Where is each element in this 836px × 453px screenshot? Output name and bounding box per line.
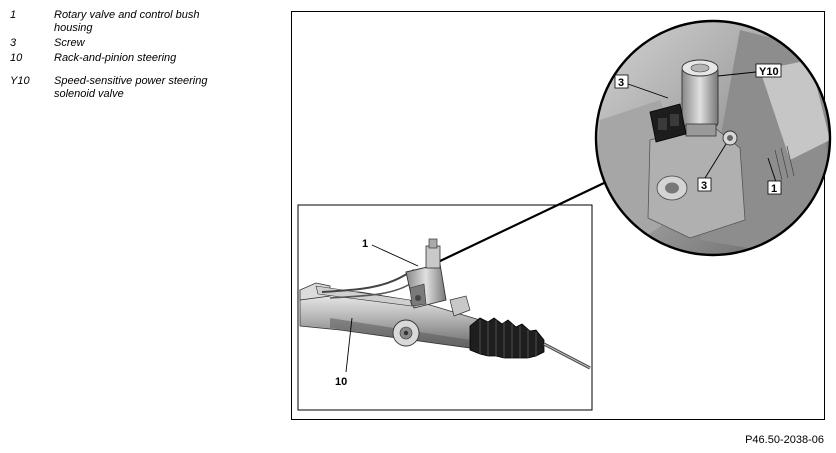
figure-reference-number: P46.50-2038-06 bbox=[745, 434, 824, 446]
rack-and-pinion-steering bbox=[299, 238, 591, 370]
callout-rack-and-pinion: 10 bbox=[335, 376, 347, 388]
legend-number: Y10 bbox=[10, 75, 30, 87]
legend-item: 1 Rotary valve and control bush housing bbox=[10, 9, 280, 35]
legend-item: 3 Screw bbox=[10, 37, 280, 50]
legend-number: 10 bbox=[10, 52, 23, 64]
callout-rotary-valve-overview: 1 bbox=[362, 238, 368, 250]
legend-description: Speed-sensitive power steering solenoid … bbox=[54, 75, 208, 100]
legend-number: 3 bbox=[10, 37, 17, 49]
legend-description: Rack-and-pinion steering bbox=[54, 52, 177, 64]
callout-screw-top: 3 bbox=[618, 77, 624, 89]
detail-leader-line bbox=[437, 182, 605, 263]
legend: 1 Rotary valve and control bush housing … bbox=[10, 9, 280, 103]
detail-magnified-view bbox=[594, 19, 832, 257]
callout-solenoid-valve: Y10 bbox=[759, 66, 779, 78]
callout-rotary-valve-detail: 1 bbox=[771, 183, 777, 195]
figure-frame bbox=[291, 11, 825, 420]
legend-item: 10 Rack-and-pinion steering bbox=[10, 52, 280, 65]
callout-screw-bottom: 3 bbox=[701, 180, 707, 192]
legend-description: Screw bbox=[54, 37, 85, 49]
legend-number: 1 bbox=[10, 9, 17, 21]
legend-item: Y10 Speed-sensitive power steering solen… bbox=[10, 75, 280, 101]
legend-description: Rotary valve and control bush housing bbox=[54, 9, 200, 34]
